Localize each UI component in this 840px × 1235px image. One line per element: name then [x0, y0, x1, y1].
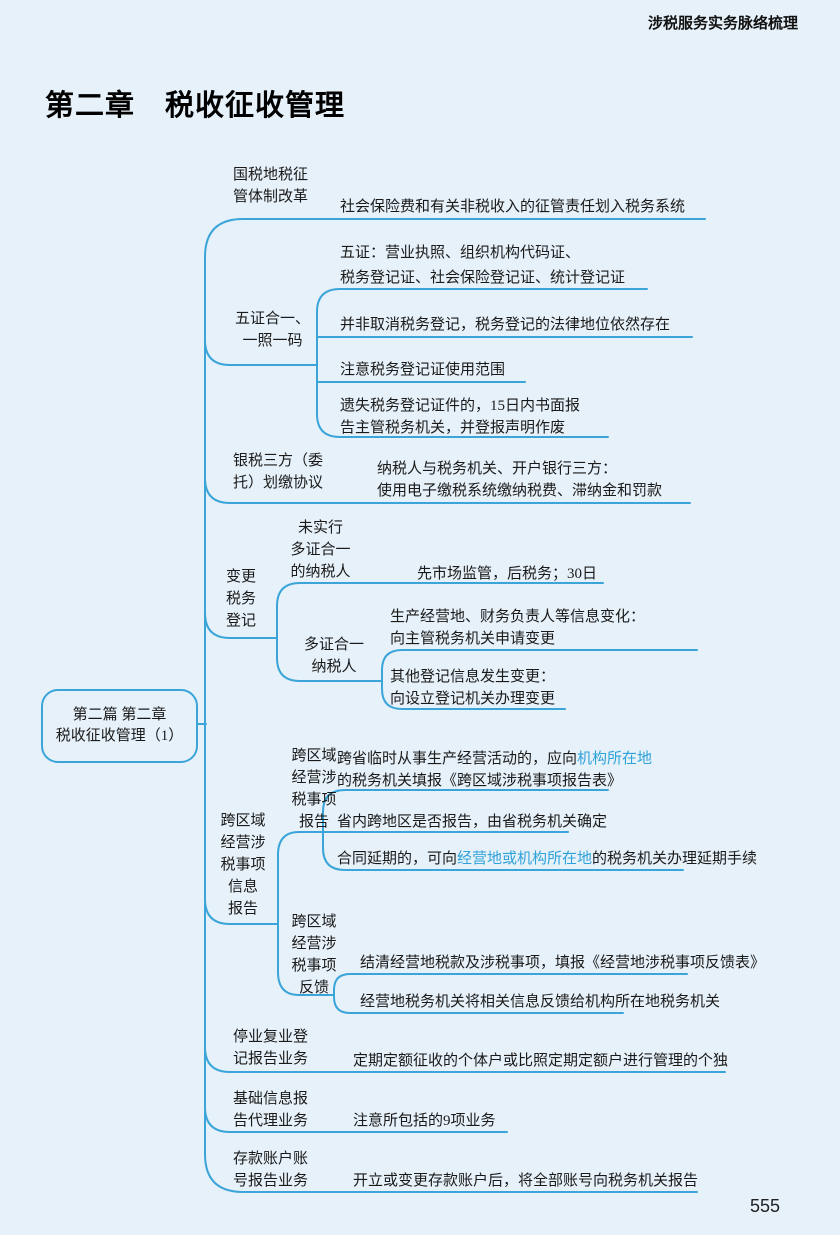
- leaf-market-first: 先市场监管，后税务；30日: [417, 566, 598, 582]
- leaf-text: 跨省临时从事生产经营活动的，应向: [337, 751, 578, 767]
- leaf-text: 合同延期的，可向: [337, 851, 458, 867]
- node-label-cross-region-feedback: 跨区域 经营涉 税事项 反馈: [291, 914, 337, 996]
- leaf-lost-certificate: 遗失税务登记证件的，15日内书面报 告主管税务机关，并登报声明作废: [340, 398, 581, 436]
- highlight-institution-location: 机构所在地: [577, 751, 653, 767]
- leaf-text: 的税务机关填报《跨区域涉税事项报告表》: [337, 773, 623, 789]
- running-header: 涉税服务实务脉络梳理: [647, 15, 798, 32]
- branch-label-basic-info-agency: 基础信息报 告代理业务: [233, 1091, 309, 1129]
- branch-label-change-registration: 变更 税务 登记: [225, 569, 256, 629]
- branch-label-cross-region-report: 跨区域 经营涉 税事项 信息 报告: [220, 813, 266, 917]
- branch-label-tax-admin-reform: 国税地税征 管体制改革: [233, 167, 309, 205]
- leaf-five-certificates-list: 五证：营业执照、组织机构代码证、 税务登记证、社会保险登记证、统计登记证: [340, 245, 626, 286]
- branch-label-five-certificates: 五证合一、 一照一码: [234, 311, 310, 349]
- page-number: 555: [750, 1196, 781, 1216]
- leaf-within-province: 省内跨地区是否报告，由省税务机关确定: [337, 814, 608, 830]
- leaf-certificate-scope: 注意税务登记证使用范围: [340, 362, 506, 378]
- node-label-multi-certificate: 多证合一 纳税人: [303, 637, 364, 675]
- chapter-title: 第二章 税收征收管理: [45, 90, 346, 122]
- leaf-business-info-change: 生产经营地、财务负责人等信息变化： 向主管税务机关申请变更: [390, 609, 646, 647]
- root-node: 第二篇 第二章 税收征收管理（1）: [55, 707, 184, 744]
- branch-label-suspend-resume: 停业复业登 记报告业务: [233, 1029, 309, 1067]
- highlight-operation-or-institution-location: 经营地或机构所在地: [457, 851, 593, 867]
- leaf-social-insurance: 社会保险费和有关非税收入的征管责任划入税务系统: [340, 199, 686, 215]
- leaf-other-info-change: 其他登记信息发生变更： 向设立登记机关办理变更: [390, 669, 556, 707]
- leaf-registration-legal-status: 并非取消税务登记，税务登记的法律地位依然存在: [340, 317, 671, 333]
- leaf-nine-businesses: 注意所包括的9项业务: [353, 1113, 496, 1129]
- branch-label-bank-tax-tripartite: 银税三方（委 托）划缴协议: [233, 453, 324, 491]
- leaf-feedback-to-institution: 经营地税务机关将相关信息反馈给机构所在地税务机关: [360, 994, 721, 1010]
- node-label-not-multi-certificate: 未实行 多证合一 的纳税人: [290, 520, 351, 580]
- leaf-contract-extension: 合同延期的，可向经营地或机构所在地的税务机关办理延期手续: [337, 848, 757, 870]
- leaf-text: 的税务机关办理延期手续: [592, 851, 758, 867]
- node-label-cross-region-reporting: 跨区域 经营涉 税事项 报告: [291, 748, 337, 830]
- leaf-fixed-quota-households: 定期定额征收的个体户或比照定期定额户进行管理的个独: [353, 1053, 729, 1069]
- leaf-tripartite-agreement: 纳税人与税务机关、开户银行三方： 使用电子缴税系统缴纳税费、滞纳金和罚款: [377, 461, 663, 499]
- branch-label-deposit-account: 存款账户账 号报告业务: [233, 1151, 309, 1189]
- leaf-cross-province-report: 跨省临时从事生产经营活动的，应向机构所在地 的税务机关填报《跨区域涉税事项报告表…: [337, 748, 652, 792]
- leaf-report-account-numbers: 开立或变更存款账户后，将全部账号向税务机关报告: [353, 1173, 699, 1189]
- leaf-settle-tax-feedback-form: 结清经营地税款及涉税事项，填报《经营地涉税事项反馈表》: [360, 955, 766, 971]
